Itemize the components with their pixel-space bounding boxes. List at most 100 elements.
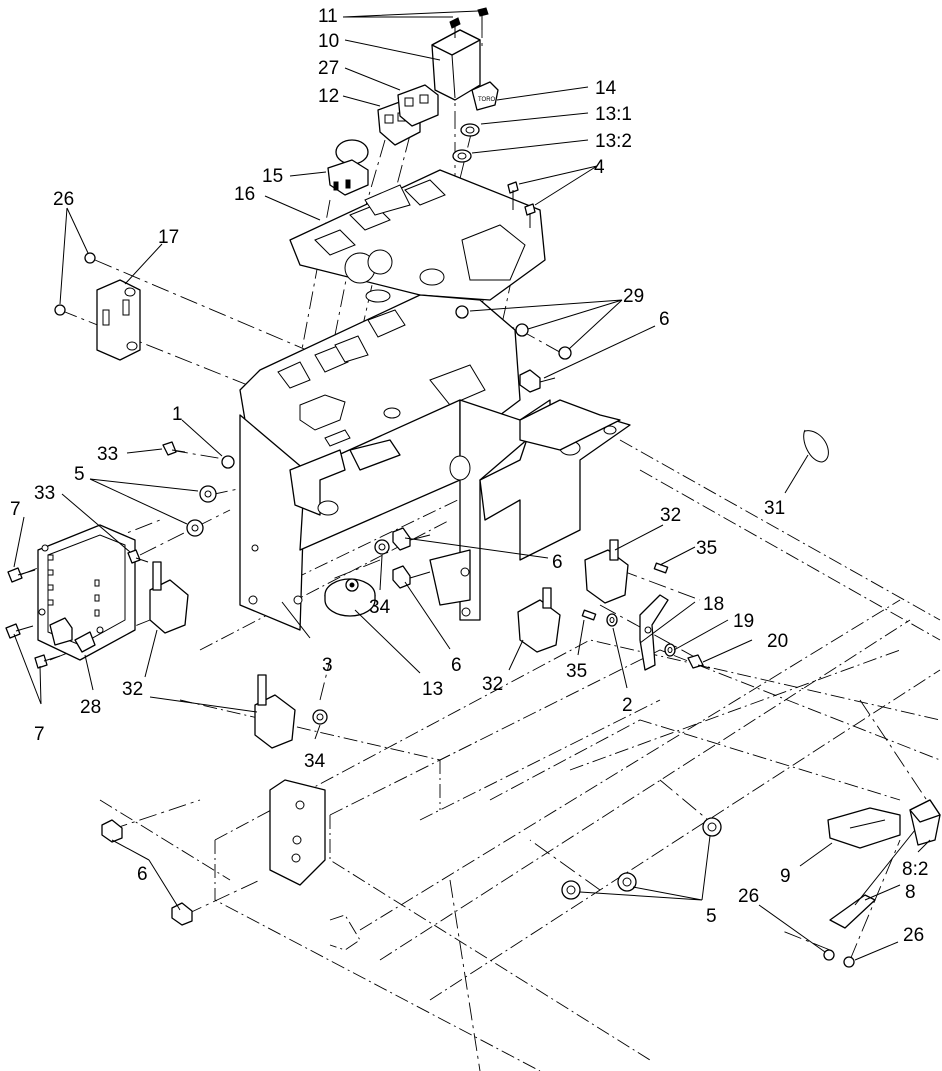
bolt-6-lower-lower: [171, 902, 193, 926]
nut-5-lower: [186, 519, 204, 537]
callout-34-upper: 34: [369, 597, 391, 618]
callout-17: 17: [158, 227, 179, 248]
nut-5-upper: [199, 485, 217, 503]
latch-18: [639, 594, 669, 671]
bolt-4-left: [507, 181, 519, 210]
callout-13: 13: [422, 679, 443, 700]
callout-2: 2: [622, 695, 633, 716]
plate-9: [827, 807, 901, 849]
callout-6-center-upper: 6: [552, 552, 563, 573]
callout-18: 18: [703, 594, 724, 615]
callout-labels: 11 10 27 12 14 13:1 13:2 15 16 4 26 17 2…: [10, 6, 928, 946]
switch-plate: [289, 169, 546, 303]
nut-5-right-1: [702, 817, 722, 837]
bracket-17: [96, 279, 141, 361]
callout-7-top: 7: [10, 499, 21, 520]
callout-6-top: 6: [659, 309, 670, 330]
screw-11-right: [477, 7, 489, 30]
callout-26-lever-right: 26: [903, 925, 924, 946]
bolt-7-upper: [7, 567, 36, 583]
callout-35-lower: 35: [566, 661, 587, 682]
callout-28: 28: [80, 697, 101, 718]
callout-13-2: 13:2: [595, 131, 632, 152]
callout-1: 1: [172, 404, 183, 425]
bolt-7-middle: [5, 623, 34, 639]
callout-15: 15: [262, 166, 283, 187]
washer-2: [606, 613, 618, 627]
callout-32-left: 32: [122, 679, 143, 700]
frame-mount-bracket: [269, 779, 361, 951]
lever-8: [829, 829, 916, 929]
cable-tie-31: [803, 429, 829, 463]
rocker-switch-27: [397, 84, 439, 127]
bolt-6-center-upper: [392, 527, 431, 551]
bolt-6-lower-upper: [101, 819, 123, 843]
nut-5-right-2: [617, 872, 637, 892]
callout-14: 14: [595, 78, 617, 99]
bolt-7-lower: [34, 654, 61, 669]
callout-32-right-lower: 32: [482, 674, 503, 695]
callout-4: 4: [594, 157, 605, 178]
callout-13-1: 13:1: [595, 104, 632, 125]
bolt-33-upper: [162, 441, 186, 456]
sensor-13: [324, 578, 376, 617]
callout-29: 29: [623, 286, 644, 307]
bolt-20: [687, 654, 711, 669]
callout-35-upper: 35: [696, 538, 717, 559]
nut-29b: [515, 323, 529, 337]
callout-11: 11: [318, 6, 338, 27]
nut-26-lever-right: [843, 956, 855, 968]
callout-20: 20: [767, 631, 788, 652]
callout-26-lever-left: 26: [738, 886, 759, 907]
knob-8-2: [909, 799, 941, 846]
nut-5-right-3: [561, 880, 581, 900]
nut-1: [221, 455, 235, 469]
relay-32-bottom: [254, 674, 296, 749]
relay-32-right-lower: [517, 587, 561, 653]
callout-31: 31: [764, 498, 785, 519]
nut-26-lower: [54, 304, 66, 316]
callout-16: 16: [234, 184, 255, 205]
callout-7-bottom: 7: [34, 724, 45, 745]
washer-19: [664, 643, 676, 657]
pin-35-lower: [581, 609, 597, 621]
nut-34-upper: [374, 539, 390, 555]
key-brand-text: TORO: [478, 97, 496, 103]
callout-33-lower: 33: [34, 483, 55, 504]
callout-8: 8: [905, 882, 916, 903]
bolt-6-center-lower: [392, 565, 431, 589]
bolt-4-right: [524, 203, 536, 228]
nut-34-lower: [312, 709, 328, 725]
nut-26-lever-left: [823, 949, 835, 961]
callout-5-left: 5: [74, 464, 85, 485]
callout-32-right-upper: 32: [660, 505, 681, 526]
callout-12: 12: [318, 86, 339, 107]
nut-29c: [558, 346, 572, 360]
callout-26-top: 26: [53, 189, 74, 210]
key-switch: [431, 29, 481, 101]
callout-6-center-lower: 6: [451, 655, 462, 676]
bolt-33-lower: [127, 549, 149, 564]
pin-35-upper: [653, 562, 669, 574]
console-housing: [239, 294, 631, 631]
callout-5-right: 5: [706, 906, 717, 927]
callout-6-lower: 6: [137, 864, 148, 885]
callout-33-upper: 33: [97, 444, 118, 465]
washer-13-2: [452, 149, 472, 163]
callout-19: 19: [733, 611, 754, 632]
nut-29a: [455, 305, 469, 319]
callout-9: 9: [780, 866, 791, 887]
push-pull-switch: [327, 139, 369, 196]
nut-26-upper: [84, 252, 96, 264]
controller-module: [37, 524, 136, 661]
bolt-6-top: [519, 369, 556, 393]
screw-11-left: [449, 17, 461, 38]
callout-27: 27: [318, 58, 339, 79]
nut-13-1: [460, 123, 480, 137]
callout-34-lower: 34: [304, 751, 326, 772]
leader-lines: [13, 10, 931, 961]
relay-32-right-upper: [584, 539, 629, 604]
ignition-key: TORO: [471, 81, 499, 111]
relay-32-left: [149, 561, 189, 634]
